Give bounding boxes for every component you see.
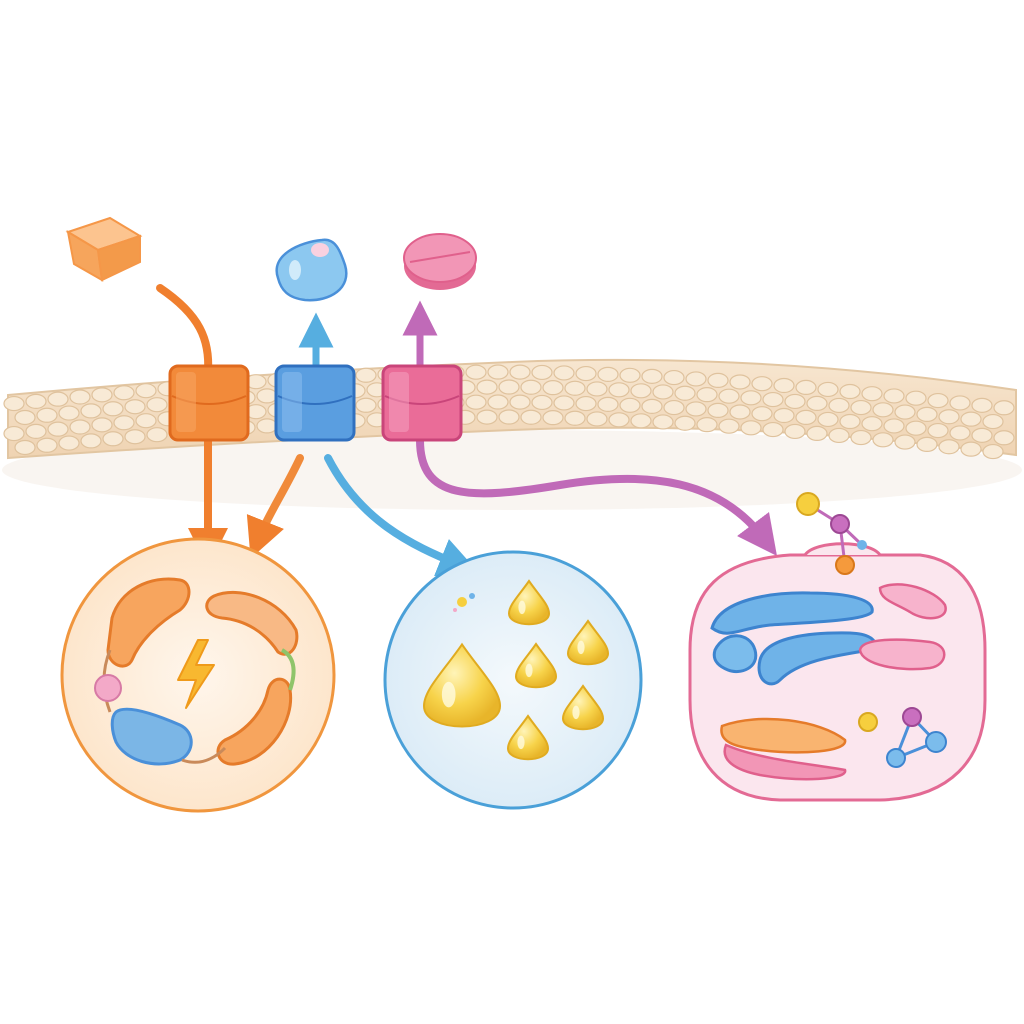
lipid-droplet	[561, 684, 605, 731]
protein-synthesis-compartment	[688, 492, 987, 802]
lipid-droplet-icon	[422, 579, 610, 761]
droplet-highlight	[518, 600, 526, 615]
droplet-highlight	[517, 735, 525, 750]
enzyme-cycle-ring	[94, 577, 299, 766]
small-molecule-icon	[453, 593, 475, 612]
lipid-droplet	[507, 579, 551, 626]
lightning-bolt-icon	[177, 639, 215, 709]
mitochondria-energy-compartment	[60, 537, 336, 813]
transport-arrows	[156, 284, 778, 577]
lipid-droplet	[514, 642, 558, 689]
orange-cube-molecule-icon	[65, 216, 143, 282]
pink-transporter-icon	[381, 364, 463, 442]
lipid-droplet-compartment	[383, 550, 643, 810]
droplet-highlight	[525, 663, 533, 678]
lipid-droplet	[506, 714, 550, 761]
blue-transporter-icon	[274, 364, 356, 442]
protein-molecule-icon	[710, 583, 947, 781]
orange-uptake-arrow	[156, 284, 213, 376]
lipid-droplet	[422, 642, 502, 728]
droplet-highlight	[572, 705, 580, 720]
molecule-cluster-icon	[796, 492, 867, 575]
small-molecule-network-icon	[858, 707, 947, 768]
lipid-droplet	[566, 619, 610, 666]
droplet-highlight	[441, 681, 456, 708]
blue-to-mitochondria-arrow	[246, 454, 304, 559]
membrane-shadow	[2, 430, 1022, 510]
pink-tablet-molecule-icon	[403, 233, 477, 290]
orange-transporter-icon	[168, 364, 250, 442]
blue-to-lipid-arrow	[324, 454, 479, 577]
pink-to-protein-arrow	[416, 436, 778, 556]
blue-droplet-molecule-icon	[275, 238, 348, 302]
droplet-highlight	[577, 640, 585, 655]
